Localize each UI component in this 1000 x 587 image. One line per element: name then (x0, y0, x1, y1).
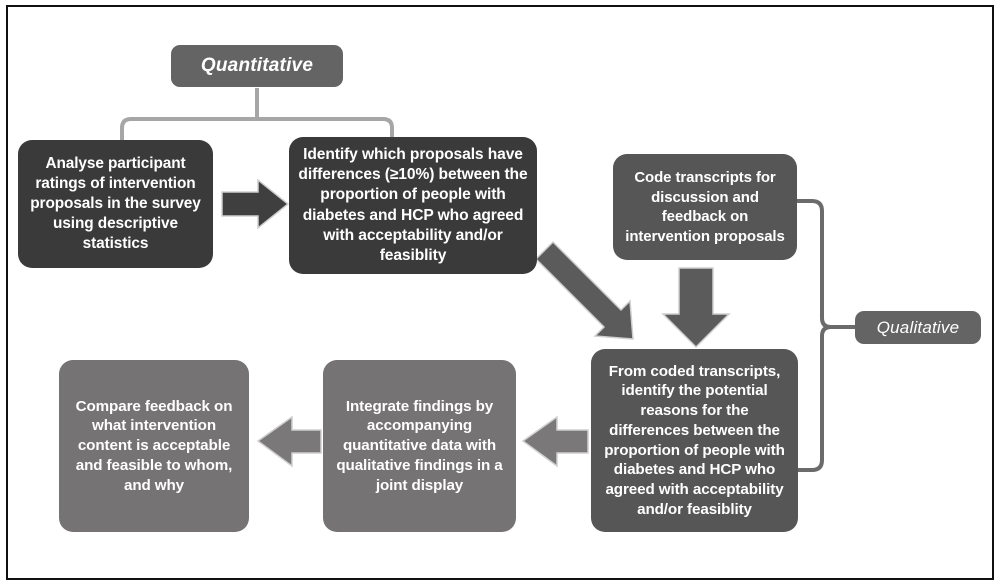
qualitative-bracket-connector (797, 199, 855, 472)
node-identify-proposal-differences: Identify which proposals have difference… (289, 137, 537, 274)
coded-to-integrate-arrow (521, 415, 589, 468)
identify-to-coded-arrow (534, 240, 634, 340)
node-integrate-findings: Integrate findings by accompanying quant… (323, 360, 516, 532)
node-identify-text: Identify which proposals have difference… (298, 145, 528, 265)
quantitative-label-text: Quantitative (200, 55, 314, 76)
node-compare-feedback: Compare feedback on what intervention co… (59, 360, 249, 532)
qualitative-label-text: Qualitative (876, 317, 960, 337)
quantitative-label: Quantitative (171, 45, 343, 87)
integrate-to-compare-arrow (256, 415, 322, 468)
node-code-text: Code transcripts for discussion and feed… (625, 169, 785, 245)
code-to-coded-arrow (661, 267, 731, 349)
node-integrate-text: Integrate findings by accompanying quant… (336, 397, 503, 494)
analyse-to-identify-arrow (221, 178, 290, 230)
node-coded-text: From coded transcripts, identify the pot… (604, 362, 785, 518)
quantitative-bracket-connector (120, 88, 394, 140)
node-code-transcripts: Code transcripts for discussion and feed… (613, 154, 797, 260)
node-compare-text: Compare feedback on what intervention co… (75, 397, 233, 494)
node-analyse-participant-ratings: Analyse participant ratings of intervent… (18, 140, 213, 268)
node-coded-transcripts-reasons: From coded transcripts, identify the pot… (591, 349, 798, 532)
node-analyse-text: Analyse participant ratings of intervent… (30, 154, 201, 253)
qualitative-label: Qualitative (855, 311, 981, 344)
